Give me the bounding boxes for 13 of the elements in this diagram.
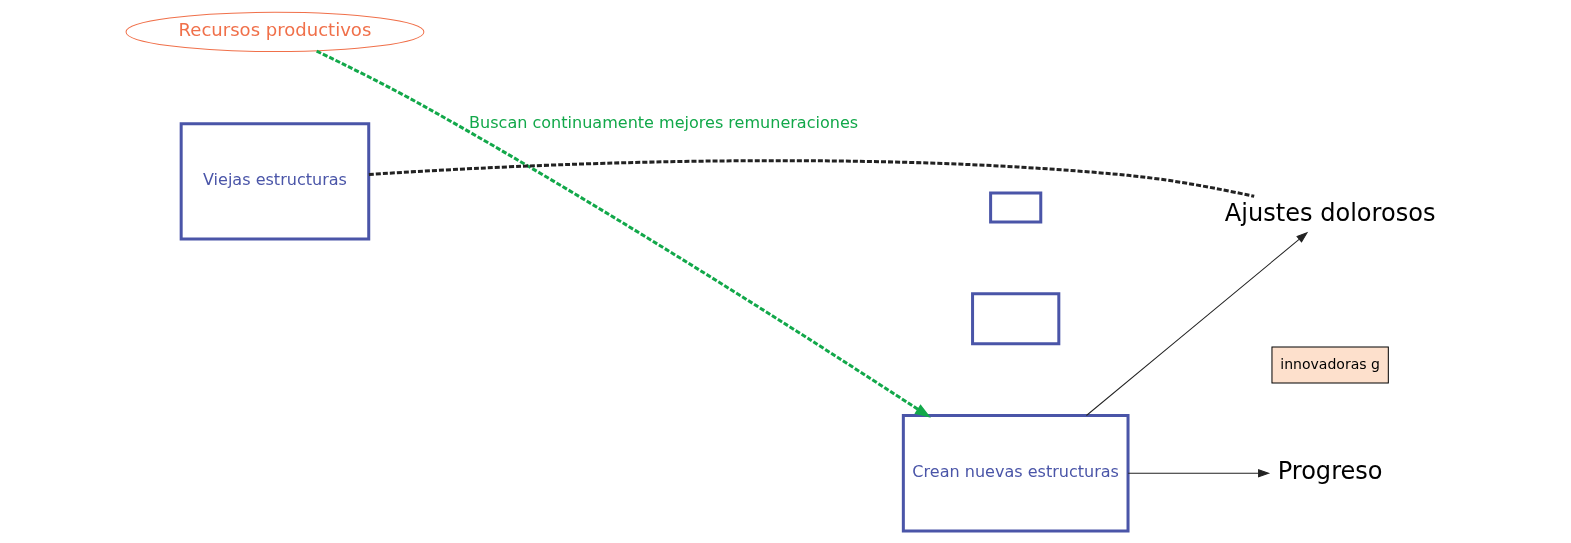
arrow bbox=[1127, 469, 1270, 478]
connector bbox=[368, 159, 1255, 198]
node-box: innovadoras g bbox=[1271, 346, 1389, 384]
node-text: Ajustes dolorosos bbox=[1224, 198, 1436, 227]
node-text: Progreso bbox=[1277, 457, 1383, 486]
node-ellipse: Recursos productivos bbox=[125, 11, 425, 53]
node-box bbox=[989, 191, 1043, 224]
node-box: Crean nuevas estructuras bbox=[901, 414, 1130, 533]
arrow bbox=[316, 49, 931, 418]
edge-label: Buscan continuamente mejores remuneraciones bbox=[469, 113, 859, 133]
node-box: Viejas estructuras bbox=[179, 122, 371, 241]
node-box bbox=[971, 292, 1061, 346]
arrow bbox=[1085, 232, 1308, 416]
